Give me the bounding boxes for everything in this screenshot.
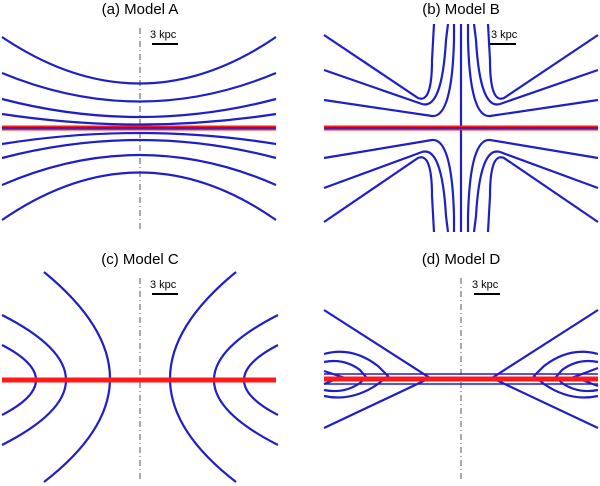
scale-label: 3 kpc	[150, 279, 177, 291]
field-line	[323, 359, 368, 393]
panel-title: (d) Model D	[421, 251, 501, 268]
field-line	[323, 23, 436, 100]
field-line	[466, 138, 599, 232]
panel-model-d: (d) Model D 3 kpc	[322, 250, 600, 486]
field-line	[532, 350, 599, 399]
field-line	[1, 153, 277, 187]
scale-label: 3 kpc	[491, 29, 518, 41]
field-line	[43, 271, 112, 483]
field-line	[1, 112, 277, 126]
panel-title: (a) Model A	[101, 1, 179, 18]
field-line	[323, 24, 456, 118]
field-line	[472, 150, 599, 233]
field-line	[472, 23, 599, 106]
field-line	[486, 23, 599, 100]
panel-model-c: (c) Model C 3 kpc	[0, 250, 280, 486]
field-line	[323, 309, 433, 429]
field-line	[1, 97, 277, 119]
field-line	[1, 131, 277, 146]
field-line	[323, 350, 390, 399]
panel-model-b: (b) Model B 3 kpc	[322, 0, 600, 240]
field-line	[489, 309, 599, 429]
panel-model-a: (a) Model A 3 kpc	[0, 0, 280, 240]
field-line	[323, 138, 456, 232]
field-line	[1, 36, 277, 85]
field-line	[323, 150, 450, 233]
field-line	[323, 23, 450, 106]
field-lines-plot	[1, 271, 279, 483]
panel-title: (c) Model C	[101, 251, 179, 268]
field-line	[1, 71, 277, 103]
panel-title: (b) Model B	[422, 1, 500, 18]
field-line	[168, 271, 237, 483]
field-line	[323, 156, 436, 233]
field-lines-plot	[323, 278, 599, 480]
field-line	[1, 138, 277, 160]
field-line	[1, 171, 277, 221]
scale-label: 3 kpc	[150, 29, 177, 41]
field-lines-plot	[323, 23, 599, 233]
field-lines-plot	[1, 28, 277, 230]
field-line	[466, 24, 599, 118]
scale-label: 3 kpc	[472, 279, 499, 291]
field-line	[486, 156, 599, 233]
